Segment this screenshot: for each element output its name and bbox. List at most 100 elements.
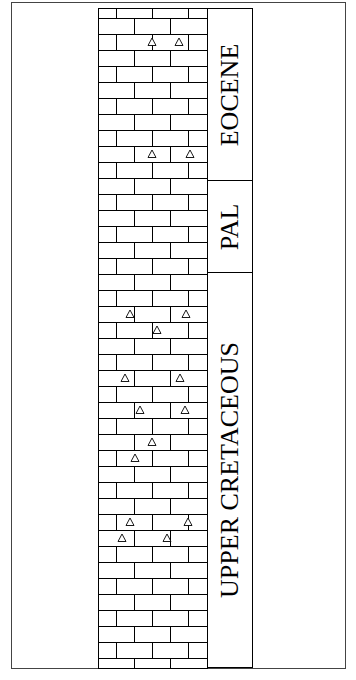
bed-line [134,306,135,322]
bed-line [152,8,153,18]
bed-line [188,8,189,18]
bed-line [170,370,171,386]
bed-line [152,514,153,530]
bed-line [116,162,117,178]
bed-line [116,610,117,626]
bed-line [116,34,117,50]
age-label: PAL [217,203,243,250]
bed-line [152,322,153,338]
bed-line [170,274,171,290]
chert-symbol [126,518,134,526]
bed-line [152,130,153,146]
bed-line [98,18,207,19]
chert-symbol [181,406,189,414]
bed-line [98,530,207,531]
bed-line [170,434,171,450]
bed-line [134,210,135,226]
bed-line [170,594,171,610]
bed-line [170,466,171,482]
bed-line [188,418,189,434]
bed-line [98,178,207,179]
bed-line [98,562,207,563]
bed-line [188,290,189,306]
bed-line [134,146,135,162]
chert-symbol [148,150,156,158]
bed-line [134,18,135,34]
bed-line [134,626,135,642]
bed-line [98,338,207,339]
bed-line [134,434,135,450]
bed-line [188,354,189,370]
bed-line [188,322,189,338]
bed-line [170,626,171,642]
bed-line [170,18,171,34]
bed-line [170,306,171,322]
bed-line [170,658,171,668]
bed-line [116,226,117,242]
bed-line [170,402,171,418]
chert-symbol [148,38,156,46]
chert-symbol [136,406,144,414]
bed-line [170,50,171,66]
chert-symbol [182,310,190,318]
age-band: EOCENE [207,8,253,181]
bed-line [152,162,153,178]
bed-line [116,482,117,498]
bed-line [170,210,171,226]
chert-symbol [176,374,184,382]
bed-line [116,98,117,114]
bed-line [152,546,153,562]
bed-line [134,82,135,98]
bed-line [116,386,117,402]
chert-symbol [184,518,192,526]
bed-line [152,98,153,114]
bed-line [116,642,117,658]
bed-line [188,546,189,562]
bed-line [98,594,207,595]
bed-line [152,642,153,658]
bed-line [152,386,153,402]
bed-line [152,578,153,594]
bed-line [188,34,189,50]
bed-line [170,530,171,546]
bed-line [152,226,153,242]
bed-line [152,482,153,498]
chert-symbol [121,374,129,382]
bed-line [116,450,117,466]
bed-line [134,178,135,194]
bed-line [188,258,189,274]
chert-symbol [175,38,183,46]
bed-line [134,338,135,354]
bed-line [152,450,153,466]
bed-line [188,98,189,114]
chert-symbol [131,454,139,462]
bed-line [152,290,153,306]
bed-line [116,546,117,562]
bed-line [98,498,207,499]
bed-line [188,66,189,82]
bed-line [170,82,171,98]
bed-line [188,226,189,242]
bed-line [188,194,189,210]
bed-line [188,386,189,402]
bed-line [98,274,207,275]
bed-line [134,114,135,130]
age-band: UPPER CRETACEOUS [207,272,253,668]
bed-line [188,482,189,498]
bed-line [134,658,135,668]
bed-line [188,610,189,626]
bed-line [116,578,117,594]
bed-line [116,290,117,306]
bed-line [116,258,117,274]
bed-line [170,338,171,354]
bed-line [98,114,207,115]
bed-line [188,450,189,466]
bed-line [134,466,135,482]
chert-symbol [153,326,161,334]
bed-line [98,210,207,211]
bed-line [116,514,117,530]
bed-line [170,146,171,162]
bed-line [134,562,135,578]
